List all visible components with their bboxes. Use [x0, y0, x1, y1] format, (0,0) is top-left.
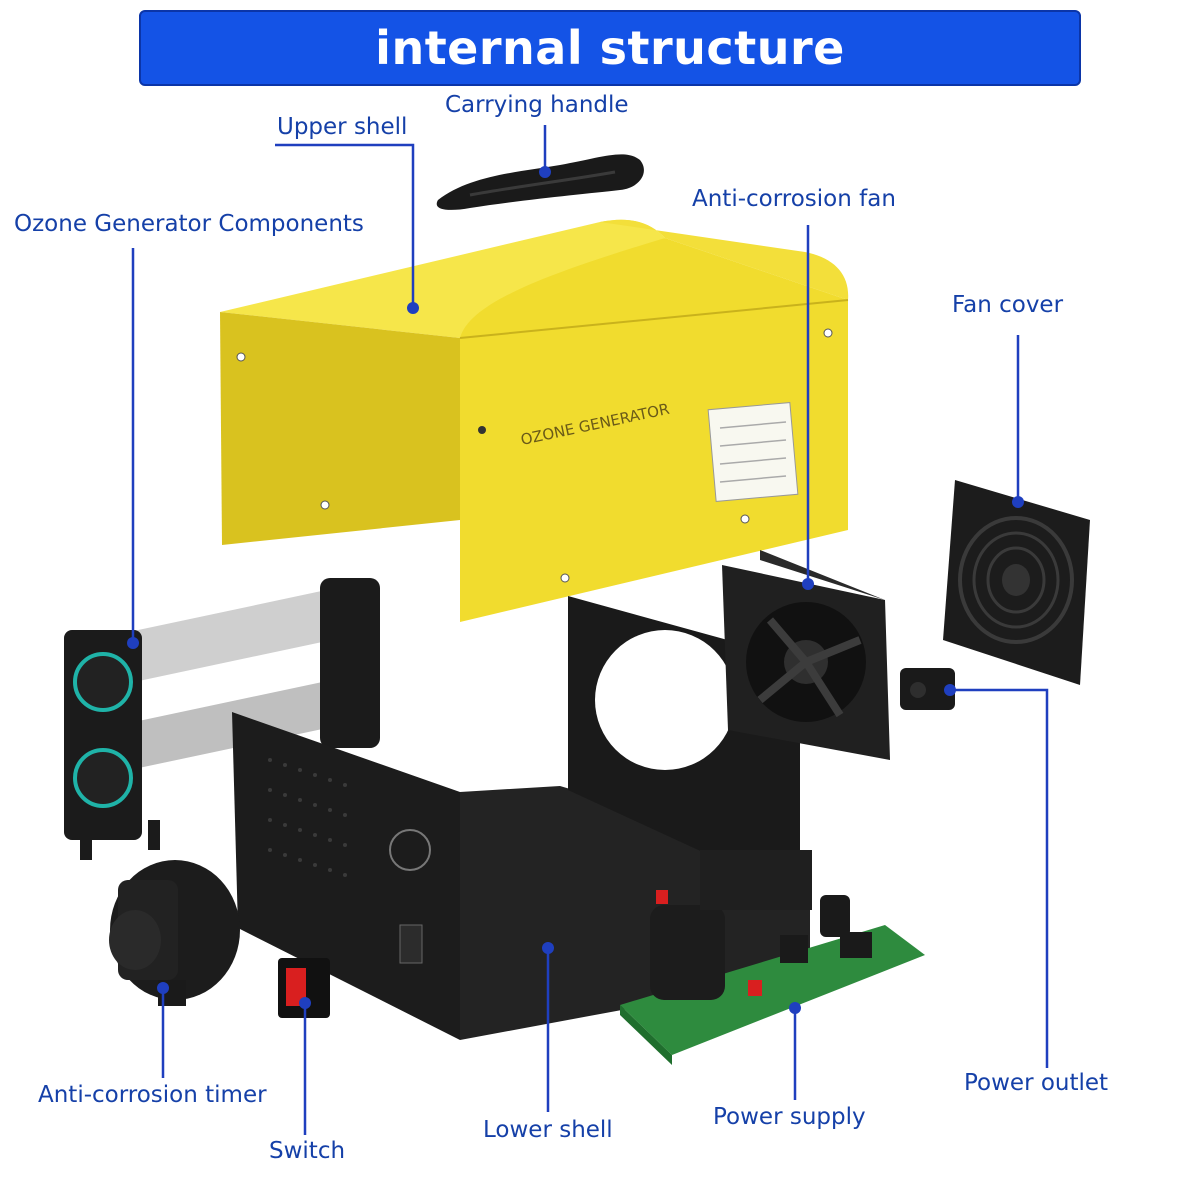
switch-dot	[299, 997, 311, 1009]
upper-shell-dot	[407, 302, 419, 314]
label-upper-shell: Upper shell	[277, 114, 408, 140]
power-outlet-illustration	[900, 668, 955, 710]
upper-shell-illustration: OZONE GENERATOR	[220, 219, 849, 622]
carrying-handle-illustration	[436, 154, 644, 210]
label-lower-shell: Lower shell	[483, 1117, 613, 1143]
label-switch: Switch	[269, 1138, 346, 1164]
label-fan-cover: Fan cover	[952, 292, 1064, 318]
label-carrying-handle: Carrying handle	[445, 92, 629, 118]
anti-corrosion-fan-dot	[802, 578, 814, 590]
anti-corrosion-fan-illustration	[722, 550, 890, 760]
power-supply-dot	[789, 1002, 801, 1014]
label-power-supply: Power supply	[713, 1104, 866, 1130]
power-outlet-leader	[950, 688, 1049, 1068]
fan-cover-illustration	[943, 480, 1090, 685]
label-power-outlet: Power outlet	[964, 1070, 1109, 1096]
carrying-handle-dot	[539, 166, 551, 178]
label-anti-corrosion-timer: Anti-corrosion timer	[38, 1082, 267, 1108]
lower-shell-dot	[542, 942, 554, 954]
anti-corrosion-timer-dot	[157, 982, 169, 994]
label-anti-corrosion-fan: Anti-corrosion fan	[692, 186, 896, 212]
anti-corrosion-timer-illustration	[109, 860, 240, 1006]
title-banner: internal structure	[139, 10, 1081, 86]
power-outlet-dot	[944, 684, 956, 696]
power-supply-illustration	[620, 850, 925, 1065]
switch-illustration	[278, 958, 330, 1018]
lower-shell-illustration	[232, 596, 810, 1040]
upper-shell-leader	[275, 143, 415, 305]
label-ozone-components: Ozone Generator Components	[14, 211, 364, 237]
page-title: internal structure	[375, 21, 845, 75]
fan-cover-dot	[1012, 496, 1024, 508]
ozone-components-dot	[127, 637, 139, 649]
